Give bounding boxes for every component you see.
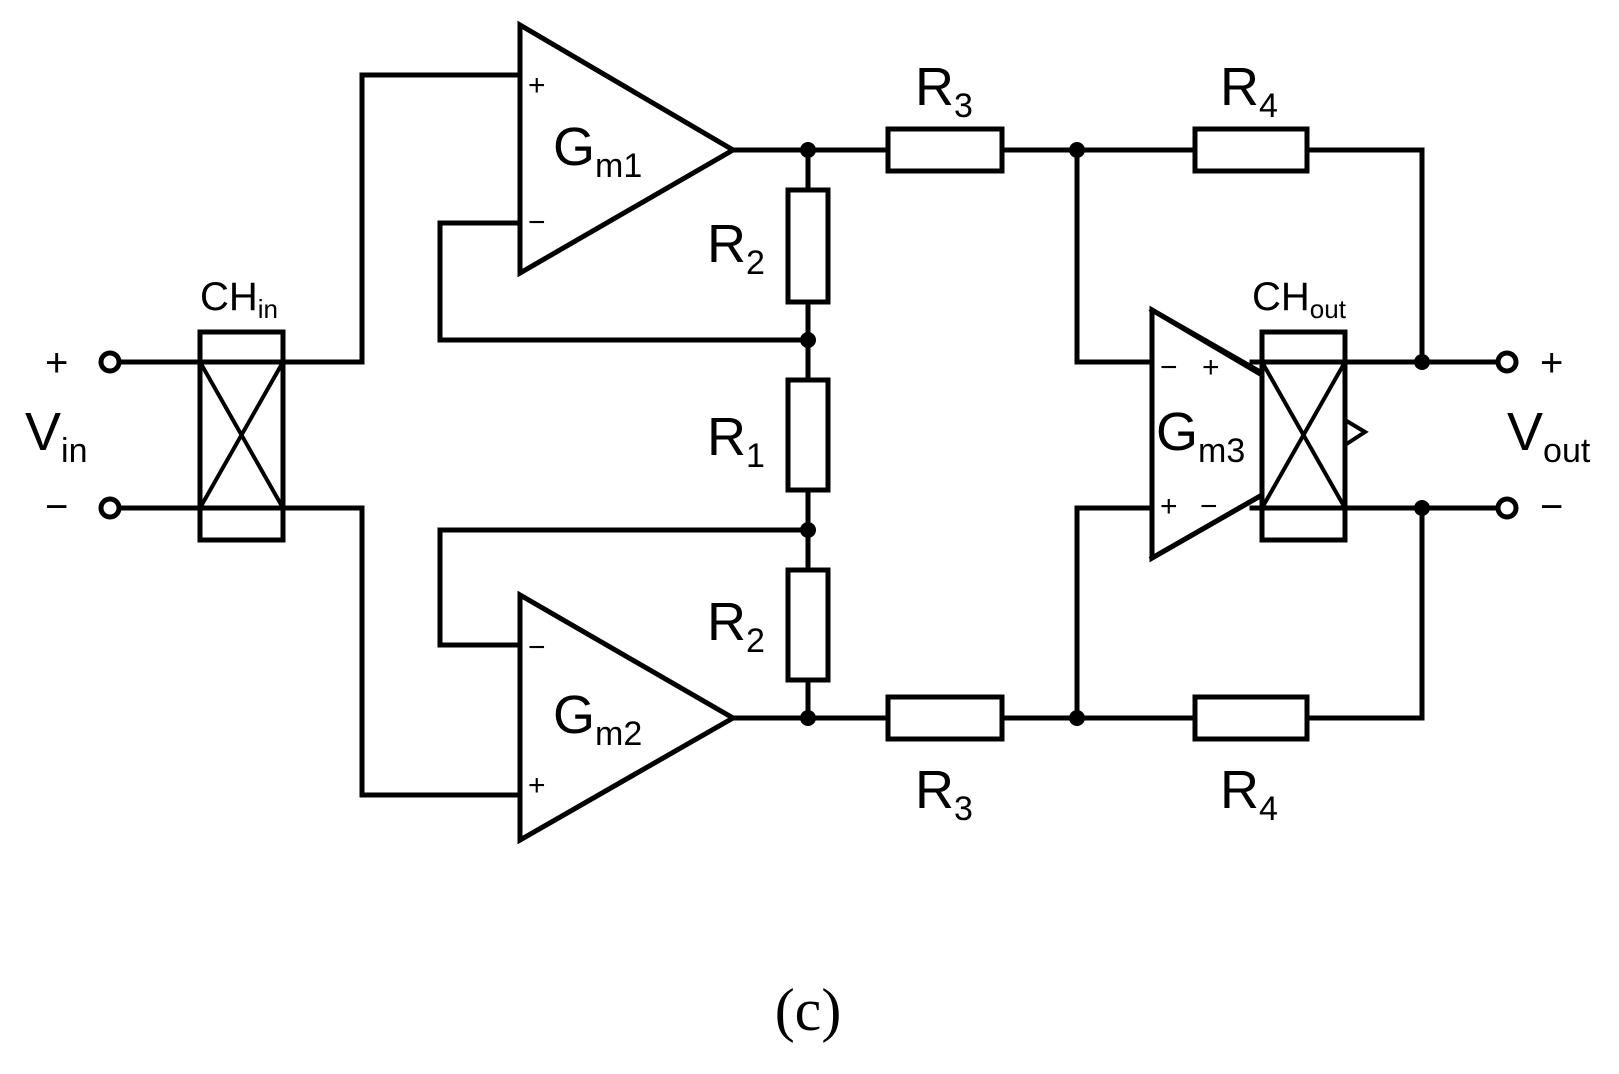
terminals — [98, 350, 1519, 520]
vout-label: Vout — [1507, 402, 1591, 470]
vout-plus-terminal — [1495, 350, 1519, 374]
resistor-r1 — [785, 377, 831, 493]
gm2-minus-sign: − — [528, 631, 546, 664]
gm3-label: Gm3 — [1156, 402, 1245, 470]
r3-top-label: R3 — [915, 57, 973, 125]
gm1-plus-sign: + — [528, 69, 546, 102]
r2-bottom-label: R2 — [707, 592, 765, 660]
vout-minus-label: − — [1540, 485, 1563, 529]
figure-caption: (c) — [775, 977, 842, 1043]
resistor-r2-bottom — [785, 567, 831, 683]
resistor-r4-top — [1192, 126, 1310, 174]
vin-plus-label: + — [45, 341, 68, 385]
gm1-minus-sign: − — [528, 206, 546, 239]
resistor-r2-top — [785, 187, 831, 305]
vout-minus-terminal — [1495, 496, 1519, 520]
vin-label: Vin — [25, 402, 88, 470]
r2-top-label: R2 — [707, 214, 765, 282]
gm3-minus-sign-bottom: − — [1200, 490, 1218, 523]
chin-label: CHin — [200, 275, 278, 324]
vin-plus-terminal — [98, 350, 122, 374]
vin-minus-label: − — [45, 485, 68, 529]
chopper-out — [1259, 329, 1369, 543]
r1-label: R1 — [707, 407, 765, 475]
wires — [114, 72, 1501, 798]
r3-bottom-label: R3 — [915, 760, 973, 828]
vin-minus-terminal — [98, 496, 122, 520]
gm2-amplifier — [517, 590, 739, 845]
gm2-plus-sign: + — [528, 769, 546, 802]
chopper-in — [197, 329, 286, 543]
gm1-label: Gm1 — [553, 117, 642, 185]
resistor-r3-bottom — [885, 694, 1005, 742]
gm3-plus-sign-bottom: + — [1160, 490, 1178, 523]
r4-top-label: R4 — [1220, 57, 1278, 125]
resistor-r3-top — [885, 126, 1005, 174]
chout-label: CHout — [1252, 275, 1347, 324]
gm1-amplifier — [517, 20, 738, 278]
r4-bottom-label: R4 — [1220, 760, 1278, 828]
gm3-plus-sign-top: + — [1202, 351, 1220, 384]
vout-plus-label: + — [1540, 341, 1563, 385]
gm3-minus-sign-top: − — [1160, 351, 1178, 384]
junction-dots — [800, 142, 1430, 726]
gm2-label: Gm2 — [553, 685, 642, 753]
resistor-r4-bottom — [1192, 694, 1310, 742]
